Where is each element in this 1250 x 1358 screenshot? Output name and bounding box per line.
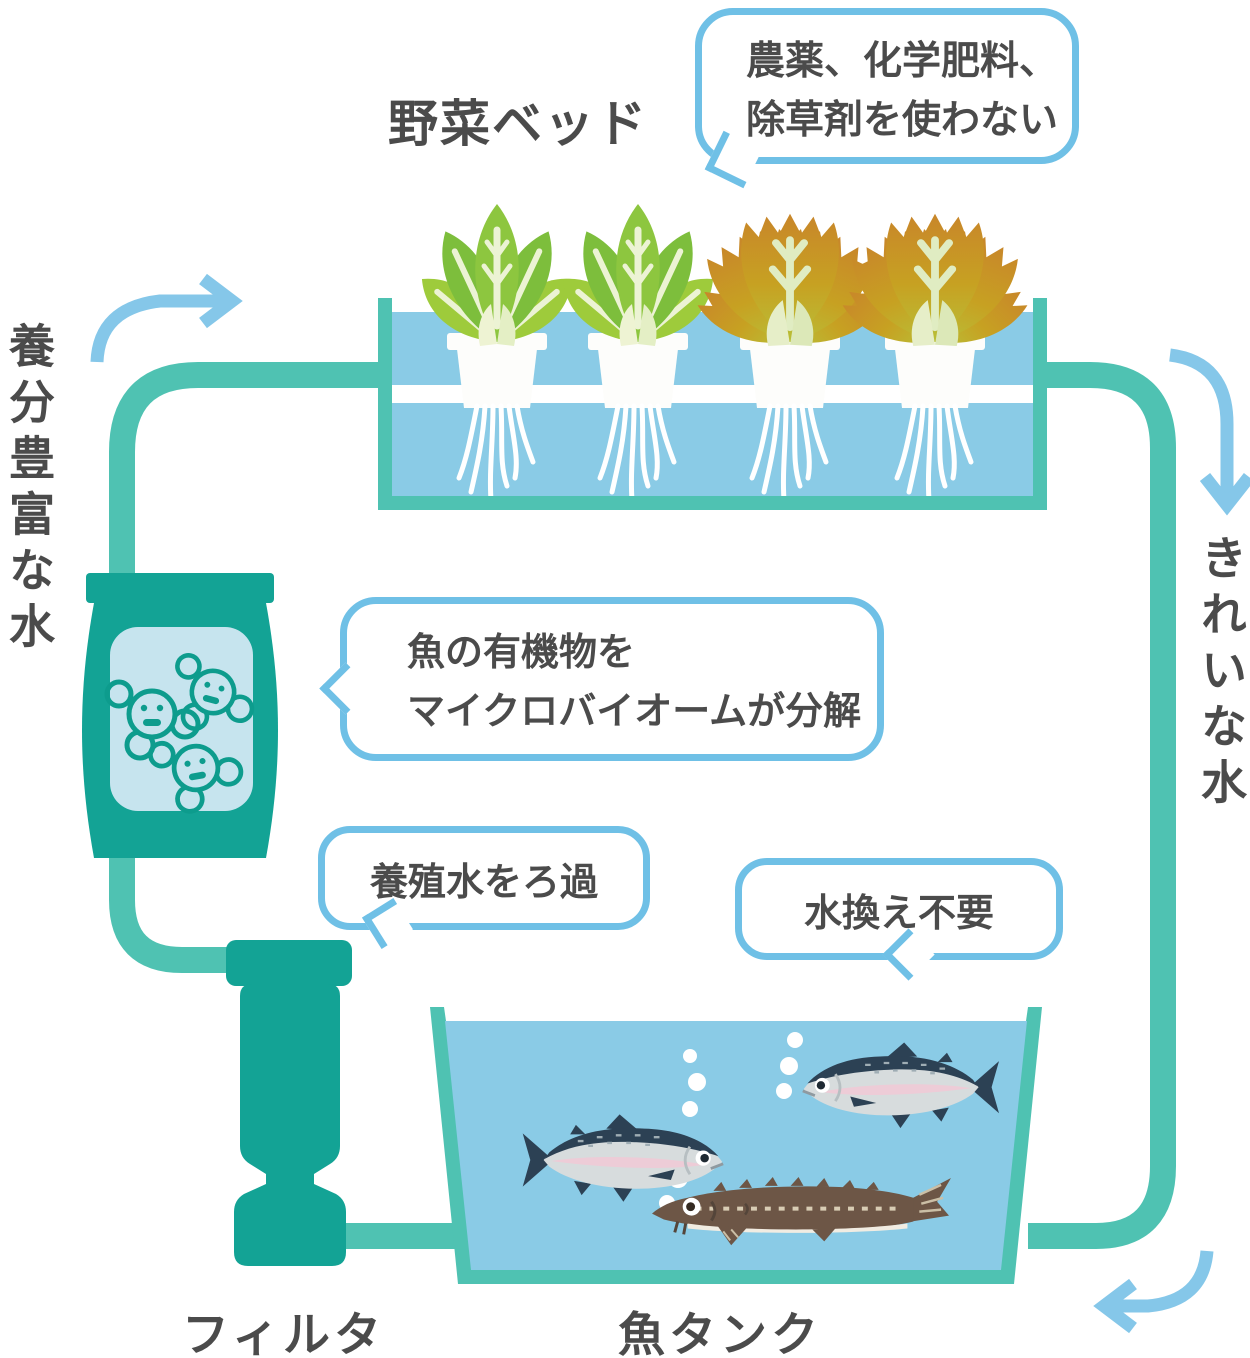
bubble-line: マイクロバイオームが分解 (407, 690, 862, 733)
pipe-bed-to-biofilter (109, 362, 390, 615)
bubble-line: 除草剤を使わない (746, 98, 1059, 142)
flow-arrows (90, 273, 1250, 1334)
bubble-line: 農薬、化学肥料、 (746, 40, 1059, 83)
vegetable-bed (378, 204, 1047, 510)
microbiome-container (82, 573, 278, 858)
bubble-line: 水換え不要 (803, 892, 994, 935)
pipe-bed-to-tank (1028, 362, 1176, 1249)
filter-body (234, 984, 346, 1266)
speech-bubble-no-chemicals: 農薬、化学肥料、 除草剤を使わない (695, 8, 1079, 189)
bubble-line: 魚の有機物を (407, 632, 636, 674)
tank-rim-gap (444, 1007, 1028, 1021)
speech-bubble-filtration: 養殖水をろ過 (318, 826, 650, 949)
flow-arrow-right-down (1168, 348, 1250, 516)
water-pipe-loop (109, 362, 1176, 1249)
speech-bubble-microbiome: 魚の有機物を マイクロバイオームが分解 (319, 597, 884, 761)
bed-raft (392, 385, 1033, 403)
bubble-line: 養殖水をろ過 (369, 861, 598, 904)
vegetable-bed-title: 野菜ベッド (388, 96, 648, 152)
fish-tank-label: 魚タンク (618, 1308, 822, 1358)
bed-wall-right (1033, 298, 1047, 510)
bed-wall-left (378, 298, 392, 510)
bed-wall-bottom (378, 496, 1047, 510)
filter-cap (226, 940, 352, 986)
pipe-biofilter-to-filter (109, 840, 234, 973)
filter-unit (226, 940, 352, 1266)
nutrient-rich-water-label: 養分豊富な水 (3, 322, 55, 658)
speech-bubble-no-water-change: 水換え不要 (735, 858, 1063, 981)
flow-arrow-bottom-right (1093, 1250, 1214, 1334)
fish-tank (430, 1007, 1042, 1284)
clean-water-label: きれいな水 (1195, 534, 1247, 814)
container-lid (86, 573, 274, 603)
flow-arrow-top-left (90, 273, 243, 363)
filter-label: フィルタ (182, 1308, 386, 1358)
